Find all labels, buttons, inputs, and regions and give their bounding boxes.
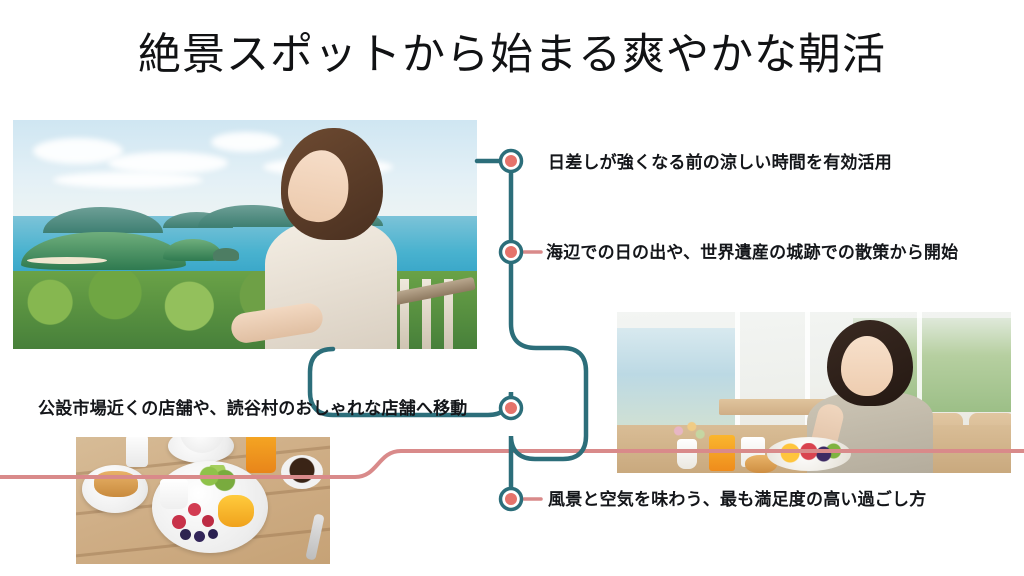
callout-label-3: 公設市場近くの店舗や、読谷村のおしゃれな店舗へ移動 bbox=[38, 399, 468, 418]
connector-node-4[interactable] bbox=[498, 486, 524, 512]
callout-label-1: 日差しが強くなる前の涼しい時間を有効活用 bbox=[548, 153, 892, 172]
espresso-cup bbox=[281, 455, 323, 489]
photo-breakfast-plate bbox=[76, 437, 330, 564]
cloud-shape bbox=[53, 172, 203, 188]
salad-greens bbox=[196, 465, 240, 493]
window-mullion bbox=[917, 312, 922, 432]
page-title: 絶景スポットから始まる爽やかな朝活 bbox=[138, 31, 886, 79]
photo-ocean-viewpoint bbox=[13, 120, 477, 349]
person-face bbox=[841, 336, 893, 396]
yogurt-cup bbox=[160, 479, 188, 509]
photo-ocean-viewpoint-art bbox=[13, 120, 477, 349]
flower-arrangement bbox=[669, 421, 707, 443]
baluster bbox=[400, 279, 409, 349]
mango-slice bbox=[218, 495, 254, 527]
connector-node-2[interactable] bbox=[498, 239, 524, 265]
beach-shape bbox=[27, 257, 107, 265]
cloud-shape bbox=[33, 138, 123, 164]
blueberry bbox=[194, 531, 205, 542]
window-sea-view bbox=[617, 328, 736, 425]
window-mullion bbox=[805, 312, 810, 432]
orange-juice-glass bbox=[709, 435, 735, 471]
photo-seaside-cafe bbox=[617, 312, 1011, 473]
photo-seaside-cafe-art bbox=[617, 312, 1011, 473]
connector-node-1[interactable] bbox=[498, 148, 524, 174]
croissant bbox=[94, 471, 138, 497]
blueberry bbox=[180, 529, 191, 540]
callout-label-2: 海辺での日の出や、世界遺産の城跡での散策から開始 bbox=[546, 243, 959, 262]
island-shape bbox=[163, 239, 223, 262]
strawberry bbox=[188, 503, 201, 516]
island-shape bbox=[198, 204, 308, 227]
fruit-arrangement bbox=[779, 443, 841, 463]
photo-breakfast-plate-art bbox=[76, 437, 330, 564]
orange-juice-glass bbox=[246, 437, 276, 473]
connector-node-3[interactable] bbox=[498, 395, 524, 421]
teal-connector-path-main bbox=[474, 158, 589, 502]
cloud-shape bbox=[108, 152, 228, 174]
baluster bbox=[444, 279, 453, 349]
rock-shape bbox=[213, 248, 239, 262]
strawberry bbox=[202, 515, 214, 527]
callout-label-4: 風景と空気を味わう、最も満足度の高い過ごし方 bbox=[548, 490, 927, 509]
blueberry bbox=[208, 529, 218, 539]
baluster bbox=[422, 279, 431, 349]
cloud-shape bbox=[211, 132, 281, 152]
window-mullion bbox=[735, 312, 740, 432]
milk-jug bbox=[126, 437, 148, 467]
strawberry bbox=[172, 515, 186, 529]
vase bbox=[677, 439, 697, 469]
